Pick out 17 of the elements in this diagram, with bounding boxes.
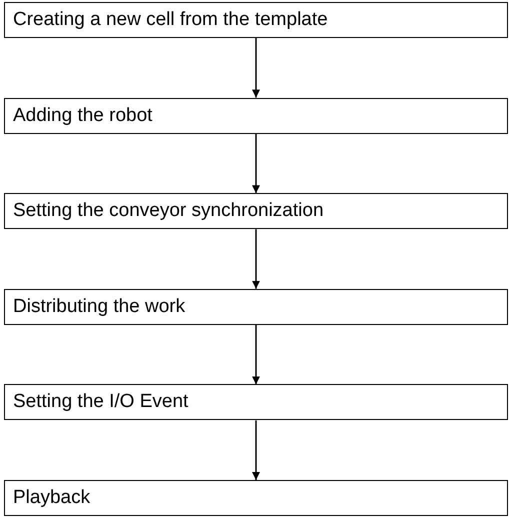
step-label: Playback <box>13 487 90 509</box>
step-label: Distributing the work <box>13 296 186 318</box>
arrow <box>252 324 260 384</box>
process-box <box>4 288 508 325</box>
arrow <box>252 134 260 194</box>
step-label: Setting the I/O Event <box>13 391 188 414</box>
arrow <box>252 38 260 98</box>
step-label: Setting the conveyor synchronization <box>13 200 324 222</box>
process-box <box>4 2 508 38</box>
step-label: Creating a new cell from the template <box>13 9 328 31</box>
arrow <box>252 229 260 289</box>
arrow <box>252 420 260 480</box>
process-box <box>4 384 508 420</box>
process-box <box>4 480 508 516</box>
process-box <box>4 193 508 230</box>
step-label: Adding the robot <box>13 104 152 127</box>
process-box <box>4 98 508 134</box>
